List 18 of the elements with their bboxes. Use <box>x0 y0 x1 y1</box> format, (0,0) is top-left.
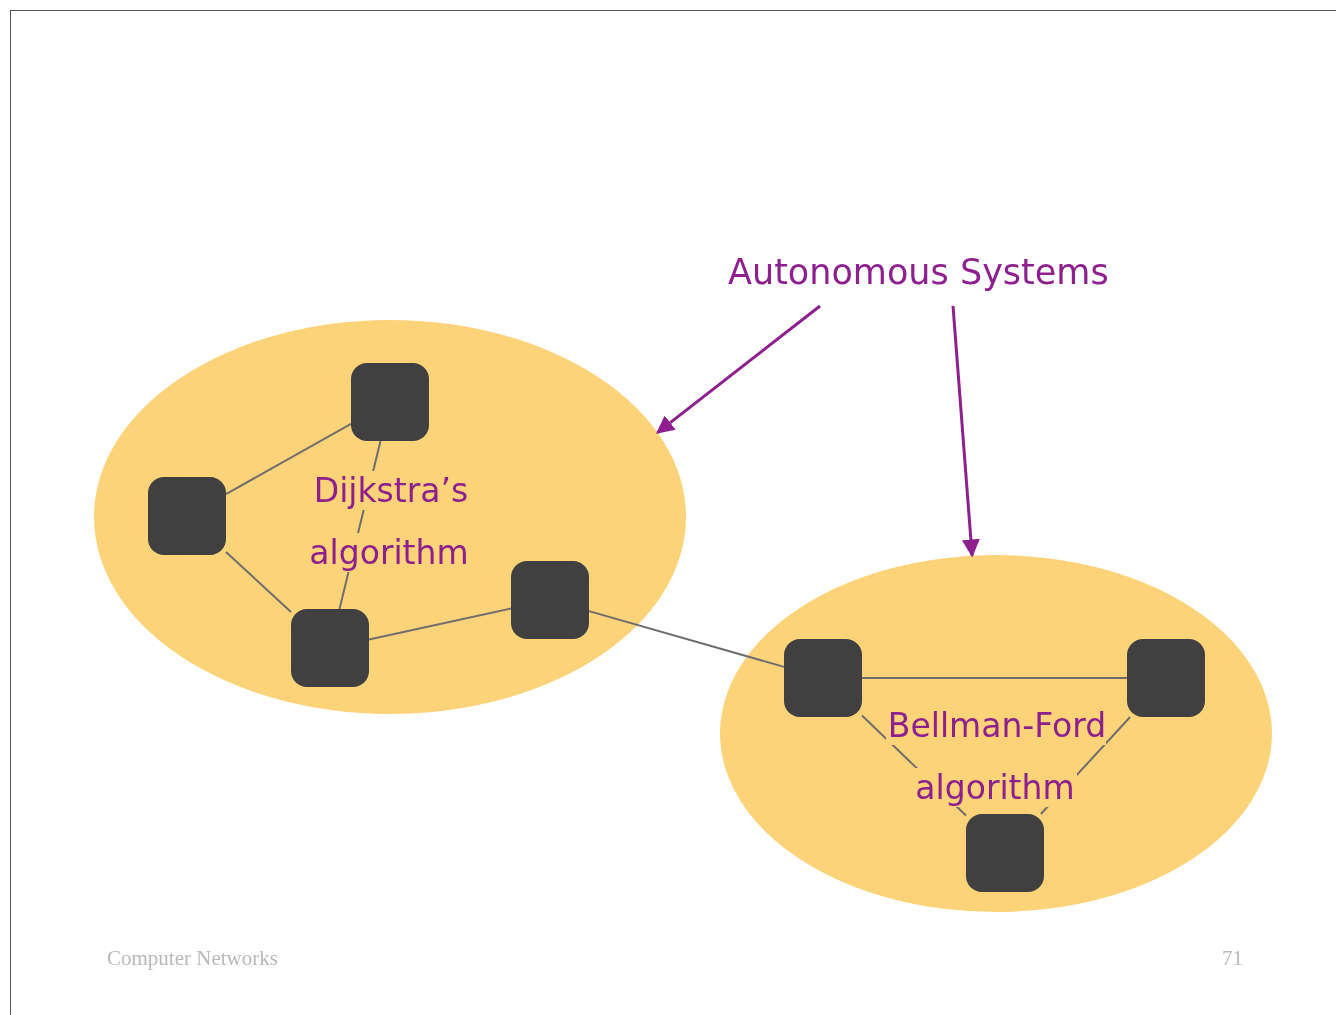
router-box <box>1127 639 1205 717</box>
router-box <box>351 363 429 441</box>
link-line <box>225 422 352 496</box>
link-line <box>368 607 512 641</box>
router-box <box>291 609 369 687</box>
arrow <box>951 305 980 558</box>
router-box <box>784 639 862 717</box>
link-line <box>225 551 292 613</box>
footer-text: Computer Networks <box>107 946 278 971</box>
page-number: 71 <box>1222 946 1243 971</box>
link-line <box>588 610 785 668</box>
router-box <box>511 561 589 639</box>
link-line <box>1039 716 1132 815</box>
link-line <box>861 677 1128 679</box>
heading-text: Autonomous Systems <box>728 252 1109 306</box>
router-box <box>148 477 226 555</box>
arrow <box>656 304 821 434</box>
router-box <box>966 814 1044 892</box>
